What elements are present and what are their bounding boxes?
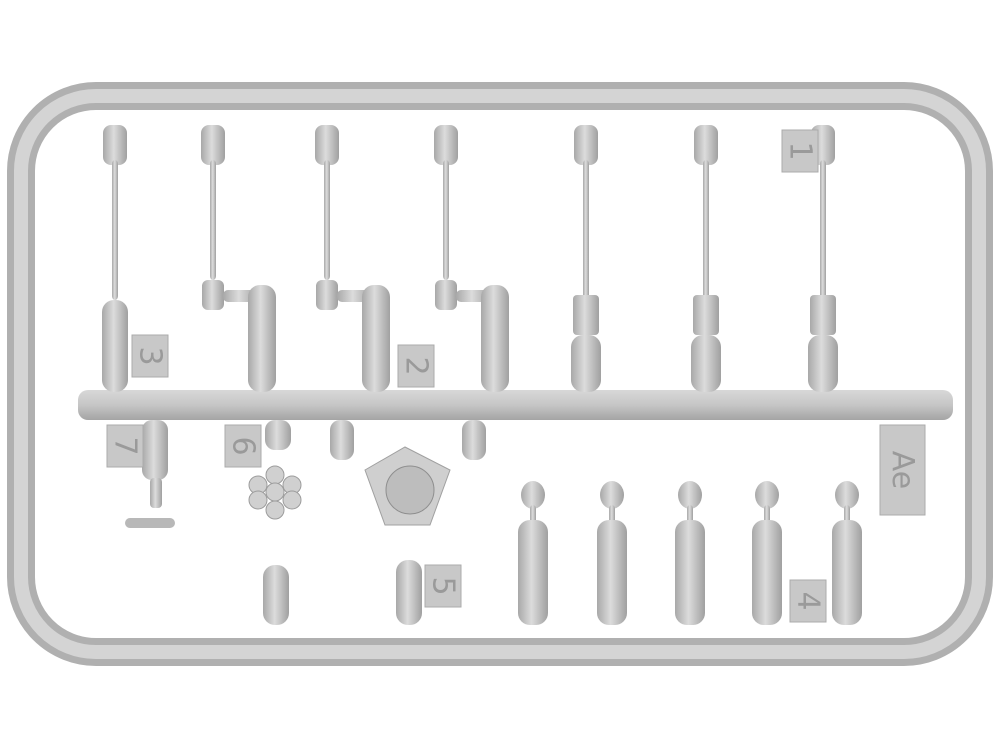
bottle-part [832, 520, 862, 625]
rosette-ring [248, 490, 268, 510]
bottle-part [102, 300, 128, 392]
rosette-ring [265, 482, 285, 502]
attachment-gate [434, 125, 458, 165]
bottle-part [691, 335, 721, 392]
rosette-ring [282, 490, 302, 510]
elbow-pipe [362, 285, 390, 392]
attachment-gate [315, 125, 339, 165]
sleeve-part [573, 295, 599, 335]
nozzle-tip [521, 481, 545, 509]
part-number: 7 [108, 436, 143, 455]
attachment-gate [201, 125, 225, 165]
part-tag-2 [397, 344, 435, 388]
bottle-part [752, 520, 782, 625]
part-tag-7 [106, 424, 144, 468]
bottle-part [808, 335, 838, 392]
rod [583, 160, 589, 300]
bottle-part [518, 520, 548, 625]
gate-stub [462, 420, 486, 460]
rod [150, 478, 162, 508]
part-tag-3 [131, 334, 169, 378]
fitting-part [316, 280, 338, 310]
bottle-part [675, 520, 705, 625]
part-number: 2 [399, 356, 434, 375]
gate-stub [265, 420, 291, 450]
valve-part [125, 518, 175, 528]
part-number: 4 [791, 591, 826, 610]
elbow-pipe [248, 285, 276, 392]
rosette-ring [265, 500, 285, 520]
part-tag-6 [224, 424, 262, 468]
gate-stub [330, 420, 354, 460]
nozzle-tip [600, 481, 624, 509]
part-number: 6 [226, 436, 261, 455]
rod [210, 160, 216, 280]
part-number: 1 [783, 141, 818, 160]
part-number: Ae [885, 451, 920, 489]
gauge-dial [385, 465, 435, 515]
bottle-part [396, 560, 422, 625]
bottle-part [263, 565, 289, 625]
part-tag-Ae [879, 424, 926, 516]
part-tag-5 [424, 564, 462, 608]
part-tag-4 [789, 579, 827, 623]
attachment-gate [574, 125, 598, 165]
gate-stub [142, 420, 168, 480]
rod [703, 160, 709, 300]
attachment-gate [103, 125, 127, 165]
sleeve-part [810, 295, 836, 335]
part-number-tags: 1 2 3 4 5 6 7Ae [106, 129, 926, 623]
attachment-gate [694, 125, 718, 165]
rosette-ring [265, 465, 285, 485]
part-number: 5 [426, 576, 461, 595]
rod [820, 160, 826, 300]
fitting-part [202, 280, 224, 310]
rod [324, 160, 330, 280]
rod [443, 160, 449, 280]
elbow-pipe [481, 285, 509, 392]
nozzle-tip [755, 481, 779, 509]
part-tag-1 [781, 129, 819, 173]
rod [112, 160, 118, 300]
main-runner [78, 390, 953, 420]
part-number: 3 [133, 346, 168, 365]
sleeve-part [693, 295, 719, 335]
fitting-part [435, 280, 457, 310]
nozzle-tip [835, 481, 859, 509]
bottle-part [597, 520, 627, 625]
bottle-part [571, 335, 601, 392]
nozzle-tip [678, 481, 702, 509]
